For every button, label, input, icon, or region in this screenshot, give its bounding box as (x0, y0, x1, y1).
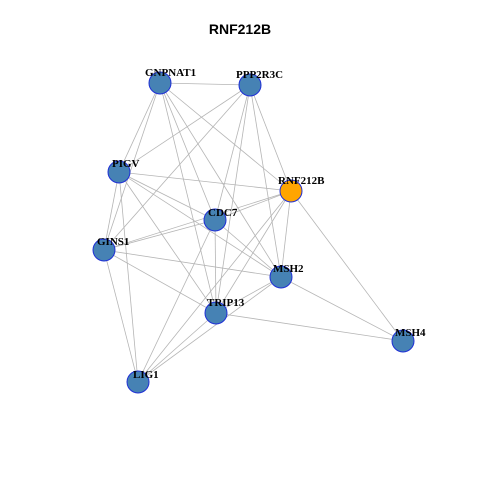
node-label-pigv: PIGV (112, 158, 140, 170)
edge-gnpnat1-trip13 (159, 82, 217, 314)
labels-layer: GNPNAT1 PPP2R3C PIGV RNF212B CDC7GINS1MSH2TR… (97, 67, 426, 381)
edge-trip13-lig1 (137, 312, 217, 383)
edge-gnpnat1-ppp2r3c (159, 82, 251, 86)
edge-cdc7-lig1 (137, 219, 216, 383)
edge-ppp2r3c-rnf212b (249, 84, 292, 192)
node-label-lig1: LIG1 (133, 369, 159, 381)
edge-gnpnat1-cdc7 (159, 82, 216, 221)
node-label-msh4: MSH4 (395, 327, 426, 339)
node-label-msh2: MSH2 (273, 263, 304, 275)
nodes-layer (92, 71, 415, 394)
edge-trip13-msh4 (215, 312, 404, 342)
edge-pigv-trip13 (118, 171, 217, 314)
node-label-trip13: TRIP13 (207, 297, 245, 309)
edge-gins1-trip13 (103, 249, 217, 314)
edge-rnf212b-lig1 (137, 190, 292, 383)
node-label-gnpnat1: GNPNAT1 (145, 67, 196, 79)
node-rnf212b (279, 179, 303, 203)
node-pigv (107, 160, 131, 184)
edge-rnf212b-msh2 (280, 190, 292, 278)
edge-rnf212b-cdc7 (214, 190, 292, 221)
node-msh2 (269, 265, 293, 289)
node-label-ppp2r3c: PPP2R3C (236, 69, 283, 81)
graph-title: RNF212B (208, 21, 272, 37)
node-label-gins1: GINS1 (97, 236, 129, 248)
node-ppp2r3c (238, 73, 262, 97)
edge-ppp2r3c-cdc7 (214, 84, 251, 221)
edges-layer (103, 82, 404, 383)
node-label-rnf212b: RNF212B (278, 175, 325, 187)
edge-rnf212b-gins1 (103, 190, 292, 251)
edge-pigv-rnf212b (118, 171, 292, 192)
node-trip13 (204, 301, 228, 325)
edge-gnpnat1-pigv (118, 82, 161, 173)
edge-gnpnat1-msh2 (159, 82, 282, 278)
edge-msh2-trip13 (215, 276, 282, 314)
edge-msh2-msh4 (280, 276, 404, 342)
edge-pigv-msh2 (118, 171, 282, 278)
node-cdc7 (203, 208, 227, 232)
edge-rnf212b-trip13 (215, 190, 292, 314)
edge-msh2-lig1 (137, 276, 282, 383)
edge-ppp2r3c-gins1 (103, 84, 251, 251)
edge-cdc7-msh2 (214, 219, 282, 278)
edge-gins1-lig1 (103, 249, 139, 383)
edge-gins1-msh2 (103, 249, 282, 278)
edge-gnpnat1-rnf212b (159, 82, 292, 192)
edge-ppp2r3c-trip13 (215, 84, 251, 314)
edge-pigv-lig1 (118, 171, 139, 383)
edge-pigv-gins1 (103, 171, 120, 251)
node-gins1 (92, 238, 116, 262)
edge-ppp2r3c-msh2 (249, 84, 282, 278)
node-lig1 (126, 370, 150, 394)
edge-gnpnat1-gins1 (103, 82, 161, 251)
edge-cdc7-gins1 (103, 219, 216, 251)
edge-ppp2r3c-pigv (118, 84, 251, 173)
node-msh4 (391, 329, 415, 353)
node-gnpnat1 (148, 71, 172, 95)
node-label-cdc7: CDC7 (208, 207, 238, 219)
edge-cdc7-trip13 (214, 219, 217, 314)
edge-rnf212b-msh4 (290, 190, 404, 342)
edge-pigv-cdc7 (118, 171, 216, 221)
